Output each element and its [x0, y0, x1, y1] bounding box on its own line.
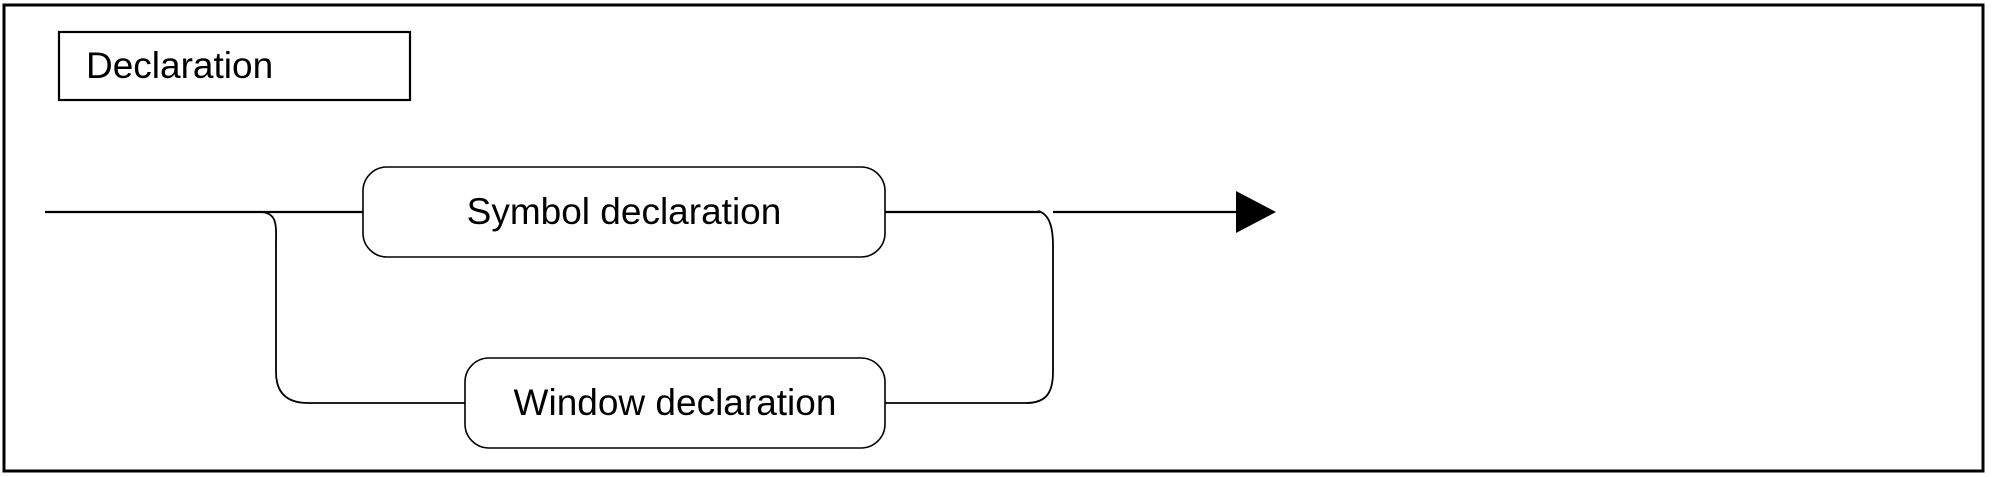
title-label: Declaration: [86, 45, 273, 86]
window-exit-rail: [885, 210, 1054, 404]
title-box: [57, 30, 412, 102]
node-symbol-declaration-label: Symbol declaration: [467, 191, 782, 232]
branch-split-curve: [261, 211, 465, 404]
outer-frame: [2, 3, 1985, 473]
flow-arrow-icon: [1236, 191, 1276, 233]
node-window-declaration-label: Window declaration: [514, 382, 837, 423]
